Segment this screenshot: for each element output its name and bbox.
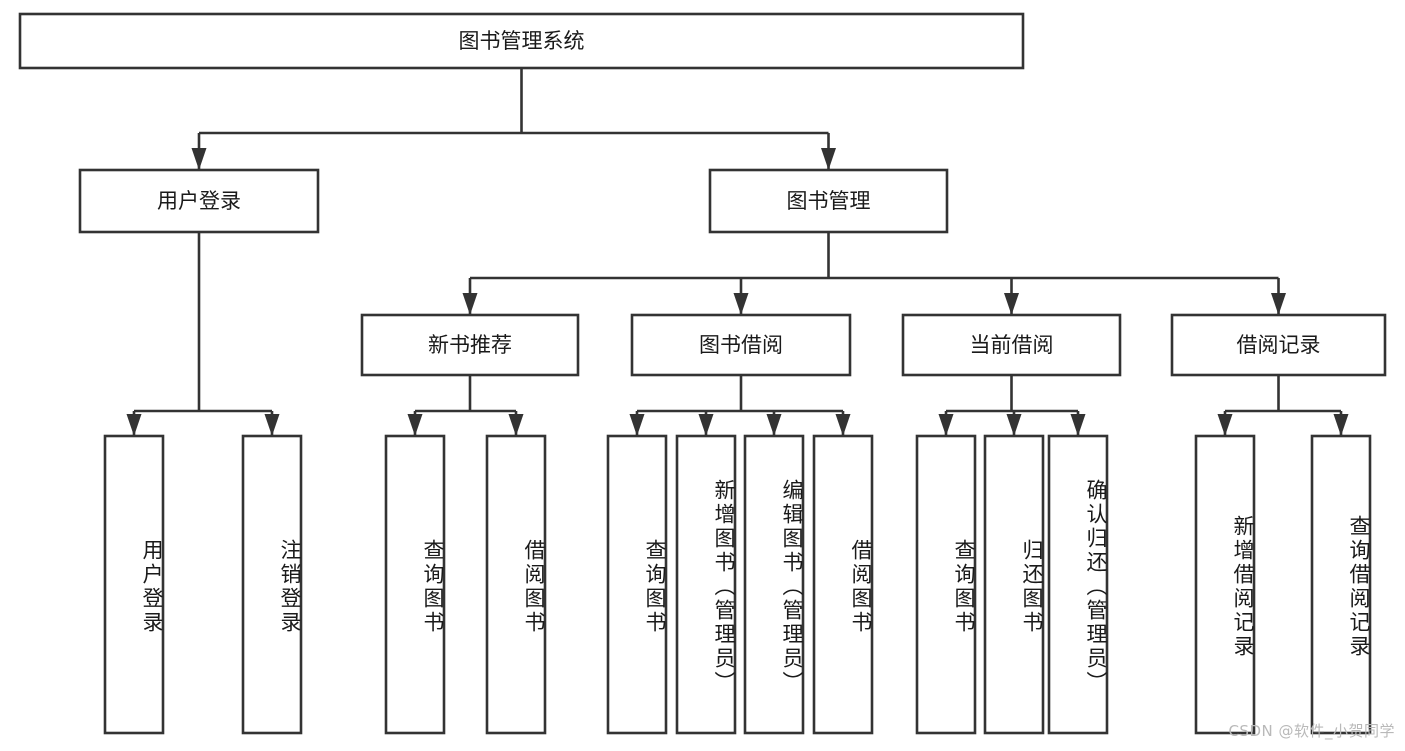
node-level1-1-rect[interactable] xyxy=(708,168,949,234)
arrow-down-icon-level1-0 xyxy=(191,148,207,170)
watermark-text: CSDN @软件_小贺同学 xyxy=(1228,722,1395,740)
arrow-down-icon-user-login-0 xyxy=(126,414,142,436)
node-leaf-9-rect[interactable] xyxy=(983,434,1045,735)
arrow-down-icon-book-borrow-2 xyxy=(766,414,782,436)
node-level1-0-rect[interactable] xyxy=(78,168,320,234)
node-root-图书管理系统[interactable]: 图书管理系统 xyxy=(18,12,1025,70)
connectors-layer xyxy=(126,68,1349,436)
node-leaf-12-rect[interactable] xyxy=(1310,434,1372,735)
node-leaf-4[interactable] xyxy=(606,434,668,735)
node-level2-3-label: 借阅记录 xyxy=(1237,333,1321,357)
arrow-down-icon-level2-2 xyxy=(1004,293,1019,315)
node-level2-1[interactable]: 图书借阅 xyxy=(630,313,852,377)
node-leaf-2[interactable] xyxy=(384,434,446,735)
node-level2-2-label: 当前借阅 xyxy=(970,333,1054,357)
node-leaf-7[interactable] xyxy=(812,434,874,735)
node-leaf-11-rect[interactable] xyxy=(1194,434,1256,735)
node-leaf-5-rect[interactable] xyxy=(675,434,737,735)
node-level1-1-label: 图书管理 xyxy=(787,189,871,213)
node-leaf-9[interactable] xyxy=(983,434,1045,735)
arrow-down-icon-level2-1 xyxy=(733,293,749,315)
node-leaf-4-rect[interactable] xyxy=(606,434,668,735)
node-leaf-11[interactable] xyxy=(1194,434,1256,735)
node-level2-0-label: 新书推荐 xyxy=(428,333,512,357)
node-level2-1-label: 图书借阅 xyxy=(699,333,783,357)
node-leaf-8-rect[interactable] xyxy=(915,434,977,735)
arrow-down-icon-current-borrow-0 xyxy=(938,414,954,436)
node-level2-2-rect[interactable] xyxy=(901,313,1122,377)
node-level1-0-label: 用户登录 xyxy=(157,189,241,213)
arrow-down-icon-borrow-record-0 xyxy=(1217,414,1233,436)
node-level2-3-rect[interactable] xyxy=(1170,313,1387,377)
node-root-图书管理系统-label: 图书管理系统 xyxy=(459,29,585,53)
node-leaf-3[interactable] xyxy=(485,434,547,735)
node-level2-0[interactable]: 新书推荐 xyxy=(360,313,580,377)
arrow-down-icon-borrow-record-1 xyxy=(1333,414,1349,436)
node-leaf-3-rect[interactable] xyxy=(485,434,547,735)
node-leaf-5[interactable] xyxy=(675,434,737,735)
node-leaf-1[interactable] xyxy=(241,434,303,735)
node-leaf-6[interactable] xyxy=(743,434,805,735)
node-leaf-0-rect[interactable] xyxy=(103,434,165,735)
node-level2-0-rect[interactable] xyxy=(360,313,580,377)
arrow-down-icon-current-borrow-2 xyxy=(1070,414,1086,436)
arrow-down-icon-book-borrow-0 xyxy=(629,414,645,436)
arrow-down-icon-new-book-0 xyxy=(407,414,423,436)
node-level2-2[interactable]: 当前借阅 xyxy=(901,313,1122,377)
arrow-down-icon-user-login-1 xyxy=(264,414,280,436)
node-leaf-8[interactable] xyxy=(915,434,977,735)
node-leaf-1-rect[interactable] xyxy=(241,434,303,735)
node-level1-1[interactable]: 图书管理 xyxy=(708,168,949,234)
arrow-down-icon-level2-3 xyxy=(1271,293,1286,315)
node-level2-1-rect[interactable] xyxy=(630,313,852,377)
node-level2-3[interactable]: 借阅记录 xyxy=(1170,313,1387,377)
arrow-down-icon-current-borrow-1 xyxy=(1006,414,1022,436)
arrow-down-icon-book-borrow-1 xyxy=(698,414,714,436)
arrow-down-icon-level2-0 xyxy=(462,293,478,315)
node-level1-0[interactable]: 用户登录 xyxy=(78,168,320,234)
node-leaf-6-rect[interactable] xyxy=(743,434,805,735)
node-leaf-12[interactable] xyxy=(1310,434,1372,735)
arrow-down-icon-new-book-1 xyxy=(508,414,524,436)
node-leaf-7-rect[interactable] xyxy=(812,434,874,735)
arrow-down-icon-book-borrow-3 xyxy=(835,414,851,436)
node-root-图书管理系统-rect[interactable] xyxy=(18,12,1025,70)
node-leaf-10-rect[interactable] xyxy=(1047,434,1109,735)
node-leaf-0[interactable] xyxy=(103,434,165,735)
arrow-down-icon-level1-1 xyxy=(821,148,836,170)
node-leaf-2-rect[interactable] xyxy=(384,434,446,735)
node-leaf-10[interactable] xyxy=(1047,434,1109,735)
